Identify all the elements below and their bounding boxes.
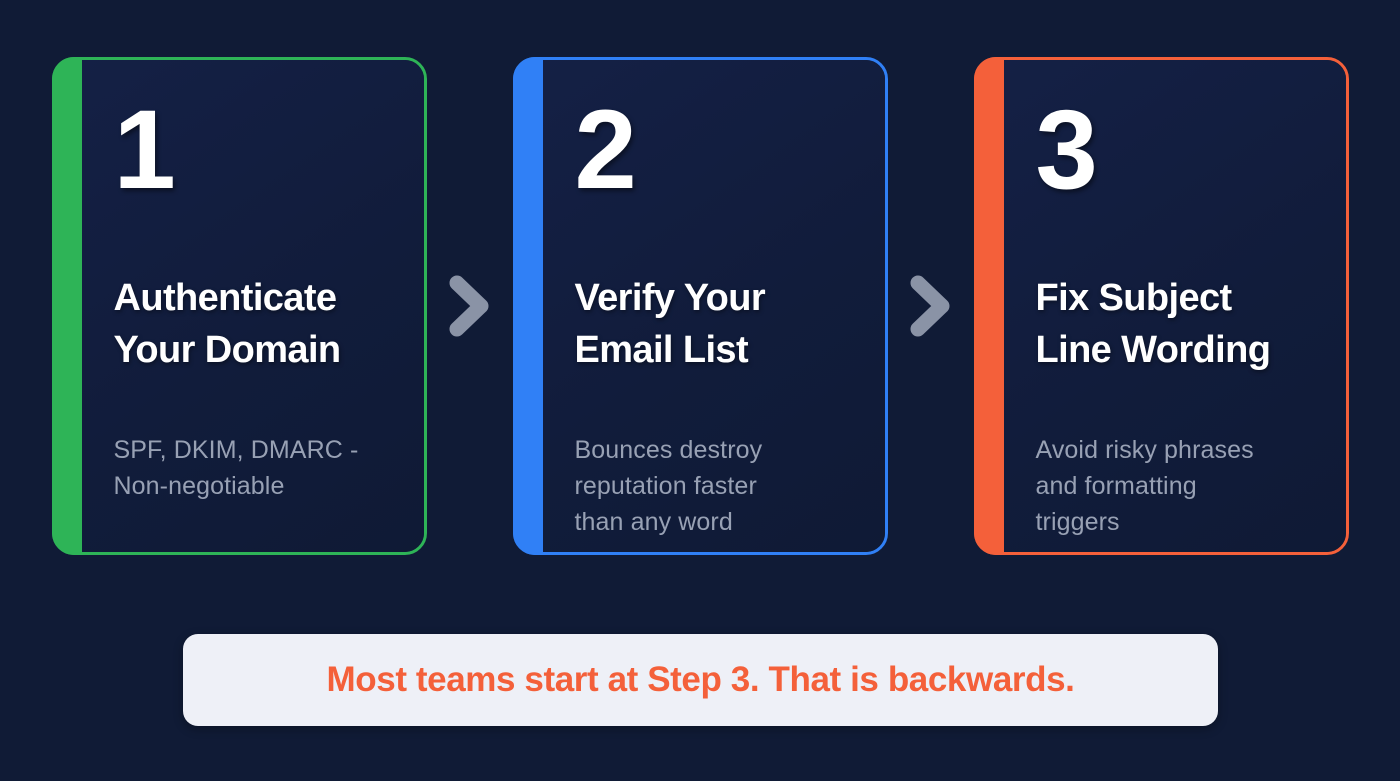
step-number-2: 2 — [574, 87, 637, 212]
step-description-1: SPF, DKIM, DMARC - Non-negotiable — [113, 436, 359, 501]
step-separator-1 — [427, 272, 513, 340]
step-number-3: 3 — [1035, 87, 1098, 212]
step-description-2: Bounces destroy reputation faster than a… — [574, 436, 763, 537]
step-card-3[interactable]: 3 Fix Subject Line Wording Avoid risky p… — [973, 57, 1349, 555]
callout-banner: Most teams start at Step 3. That is back… — [183, 634, 1218, 726]
callout-banner-text: Most teams start at Step 3. That is back… — [326, 660, 1075, 699]
chevron-right-icon — [447, 275, 493, 337]
step-card-1-content: 1 Authenticate Your Domain SPF, DKIM, DM… — [113, 87, 390, 518]
step-number-1: 1 — [113, 87, 176, 212]
steps-row: 1 Authenticate Your Domain SPF, DKIM, DM… — [51, 57, 1349, 555]
chevron-right-icon — [908, 275, 954, 337]
step-separator-2 — [888, 272, 974, 340]
step-card-2[interactable]: 2 Verify Your Email List Bounces destroy… — [512, 57, 888, 555]
step-card-1[interactable]: 1 Authenticate Your Domain SPF, DKIM, DM… — [51, 57, 427, 555]
step-card-2-content: 2 Verify Your Email List Bounces destroy… — [574, 87, 851, 536]
step-title-1: Authenticate Your Domain — [113, 277, 342, 372]
step-card-3-content: 3 Fix Subject Line Wording Avoid risky p… — [1035, 87, 1312, 536]
step-description-3: Avoid risky phrases and formatting trigg… — [1035, 436, 1254, 537]
step-title-2: Verify Your Email List — [574, 277, 766, 372]
step-title-3: Fix Subject Line Wording — [1035, 277, 1271, 372]
